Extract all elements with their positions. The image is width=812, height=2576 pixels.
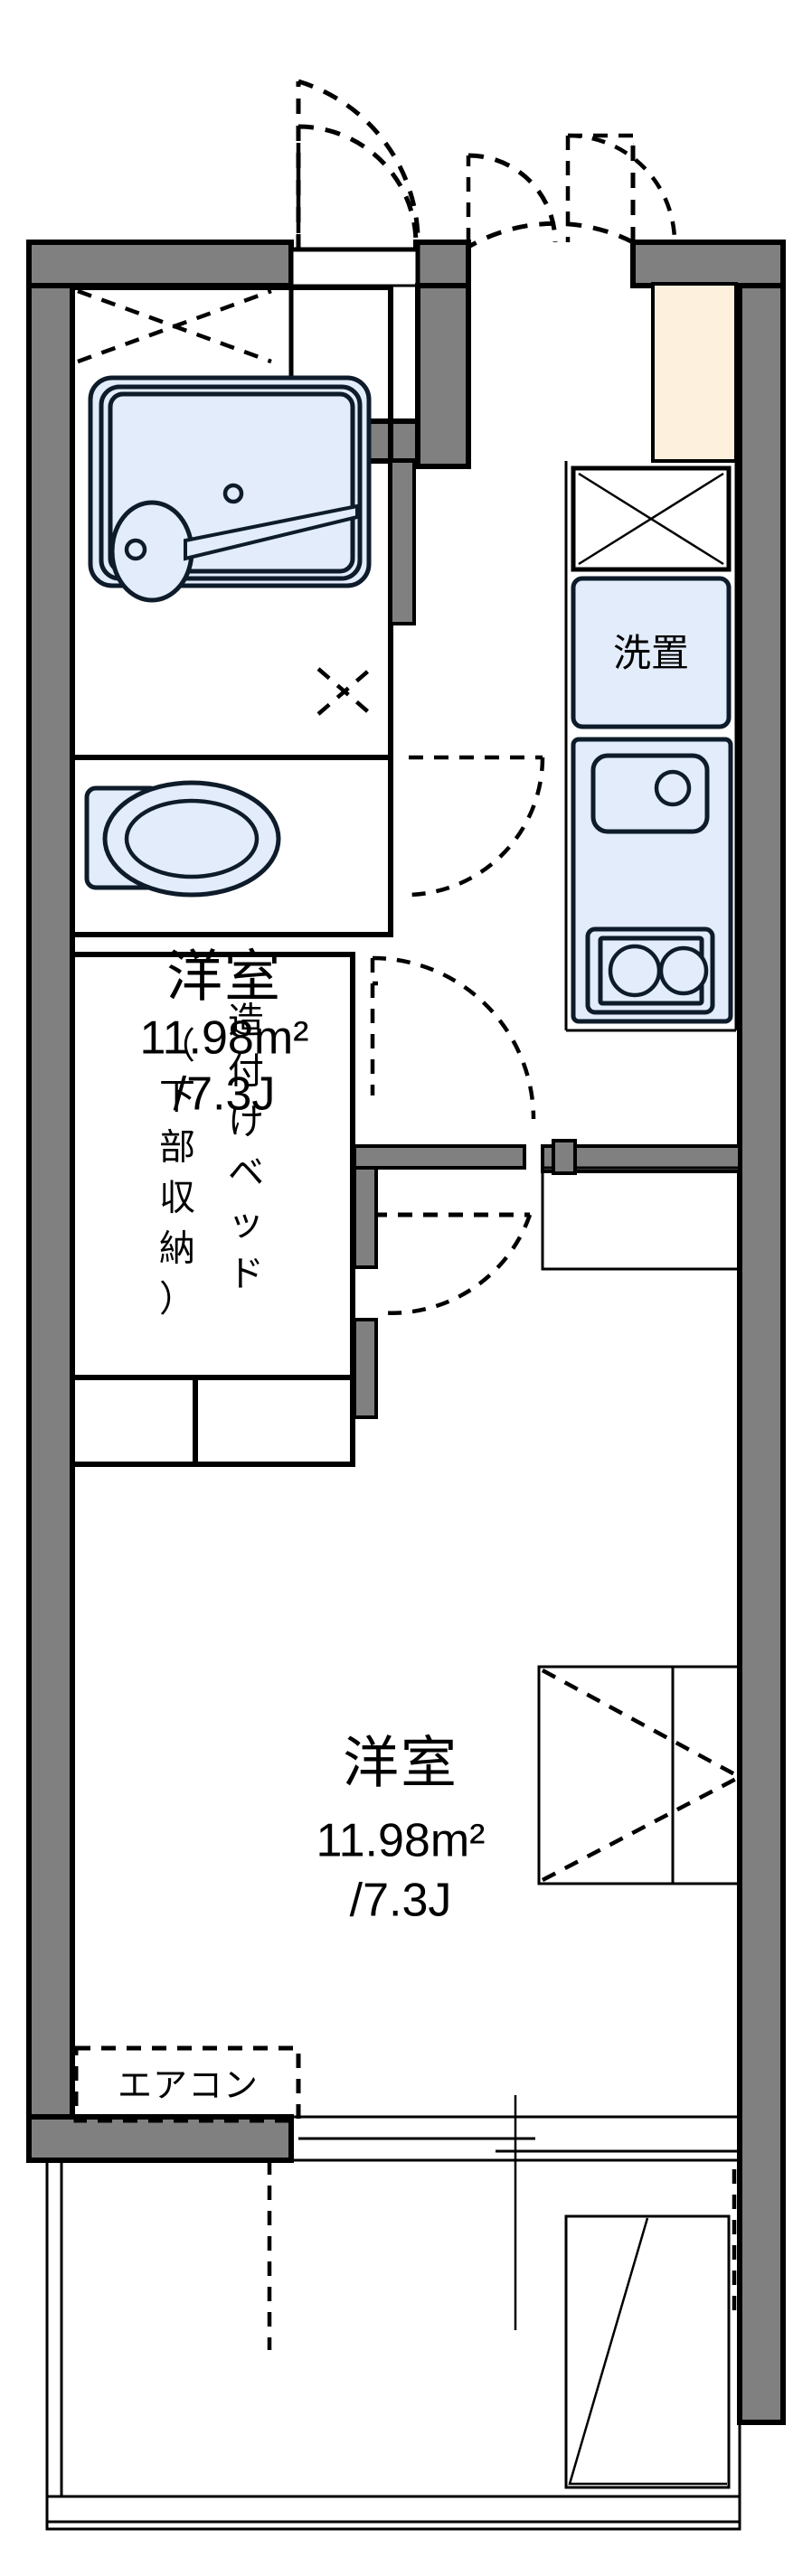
- closet-upper-frame: [541, 1166, 741, 1271]
- bed-label-char-2: け: [228, 1103, 264, 1142]
- entrance-area: [288, 79, 738, 469]
- window-dash-b: [541, 1775, 741, 1882]
- balcony-window: [291, 2095, 740, 2330]
- room-area: 11.98m²: [316, 1815, 486, 1867]
- entrance-door-swing: [297, 79, 420, 250]
- built-in-bed-label-sub: （ 下 部 収 納 ）: [159, 1027, 195, 1320]
- washbasin-bowl: [109, 500, 194, 603]
- main-room: 洋室 11.98m² /7.3J 洋室 11.98m² /7.3J エアコン: [71, 945, 741, 2123]
- hall-partition-left: [353, 1144, 526, 1170]
- balcony-equipment-symbol: [568, 2217, 727, 2486]
- washer-pan: [571, 576, 732, 729]
- bed-label-char-4: ッ: [228, 1204, 264, 1244]
- meter-box: [571, 465, 732, 572]
- bed-sublabel-char-5: ）: [159, 1280, 195, 1320]
- wall-top-mid: [413, 240, 471, 288]
- bed-label-char-3: ベ: [228, 1153, 264, 1193]
- entrance-side-wall: [415, 283, 471, 469]
- kitchen-wall-end: [552, 1139, 577, 1175]
- wall-right: [737, 240, 786, 2425]
- washer-space: 洗置: [571, 576, 732, 729]
- toilet-seat-opening: [124, 798, 260, 879]
- kitchen-faucet-icon: [654, 769, 692, 807]
- wall-top-right: [630, 240, 786, 288]
- built-in-bed: 造 付 け ベ ッ ド （ 下 部 収 納 ）: [70, 952, 355, 1467]
- toilet-fixture: [84, 780, 281, 898]
- wall-left: [26, 240, 75, 2163]
- exterior-door-arc: [297, 124, 419, 243]
- hall-wall-nub-upper: [353, 1166, 378, 1269]
- washbasin-drain-icon: [124, 538, 147, 561]
- room-name: 洋室: [343, 1732, 458, 1794]
- gas-burner-right-icon: [658, 945, 709, 996]
- bed-sublabel-char-3: 収: [159, 1179, 195, 1218]
- bed-sublabel-char-4: 納: [159, 1229, 195, 1269]
- washbasin-spout: [184, 503, 359, 561]
- balcony-equipment: [564, 2214, 731, 2489]
- bed-label-char-1: 付: [228, 1052, 264, 1092]
- balcony-equipment-frame: [564, 2214, 731, 2489]
- room-window-right: [537, 1665, 741, 1885]
- window-dash-a: [541, 1669, 741, 1779]
- kitchen-unit: [571, 737, 733, 1024]
- unit-bath: [70, 285, 545, 937]
- wall-bottom-left: [26, 2114, 294, 2163]
- built-in-bed-label-main: 造 付 け ベ ッ ド: [228, 1001, 264, 1294]
- hall-wall-nub-lower: [353, 1318, 378, 1419]
- air-conditioner: エアコン: [73, 2045, 301, 2123]
- room-name-label: 洋室: [166, 945, 282, 1008]
- bed-sublabel-char-2: 部: [159, 1128, 195, 1168]
- room-jo-label: /7.3J: [174, 1068, 276, 1121]
- balcony-rail: [45, 2495, 741, 2531]
- hall-room-door-swing: [377, 1214, 533, 1315]
- exterior-walls: [26, 240, 786, 2425]
- room-window-frame: [537, 1665, 741, 1885]
- alcove-door-arc: [467, 153, 558, 243]
- interior-partitions: [389, 459, 738, 1175]
- air-conditioner-outline: [73, 2045, 301, 2123]
- bed-label-char-0: 造: [228, 1001, 264, 1041]
- bed-sublabel-char-0: （: [159, 1027, 195, 1067]
- balcony: [45, 2158, 741, 2531]
- bathtub-drain-icon: [222, 483, 244, 504]
- door-arc-dash: [567, 133, 677, 243]
- washer-space-label: 洗置: [613, 632, 689, 674]
- bed-sublabel-char-1: 下: [159, 1077, 195, 1117]
- air-conditioner-label: エアコン: [118, 2067, 259, 2105]
- wall-top-left: [26, 240, 294, 288]
- bath-detail-dash-b: [316, 667, 373, 716]
- room-area-label: 11.98m²: [140, 1012, 309, 1065]
- hallway-door: [353, 955, 741, 1419]
- gas-burner-left-icon: [608, 944, 662, 998]
- shoe-box: [651, 282, 738, 463]
- bed-label-char-5: ド: [228, 1255, 264, 1294]
- bed-storage-drawers: [70, 1375, 355, 1467]
- room-jo: /7.3J: [350, 1875, 452, 1927]
- partition-bath-kitchen-upper: [389, 459, 416, 625]
- closet-upper: [541, 1166, 741, 1271]
- room-door-swing: [372, 955, 536, 1120]
- room-label-group: 洋室 11.98m² /7.3J: [271, 1681, 543, 1934]
- bath-door-swing: [408, 757, 545, 898]
- balcony-slab: [45, 2158, 741, 2524]
- exterior-door-annotation: [296, 124, 558, 243]
